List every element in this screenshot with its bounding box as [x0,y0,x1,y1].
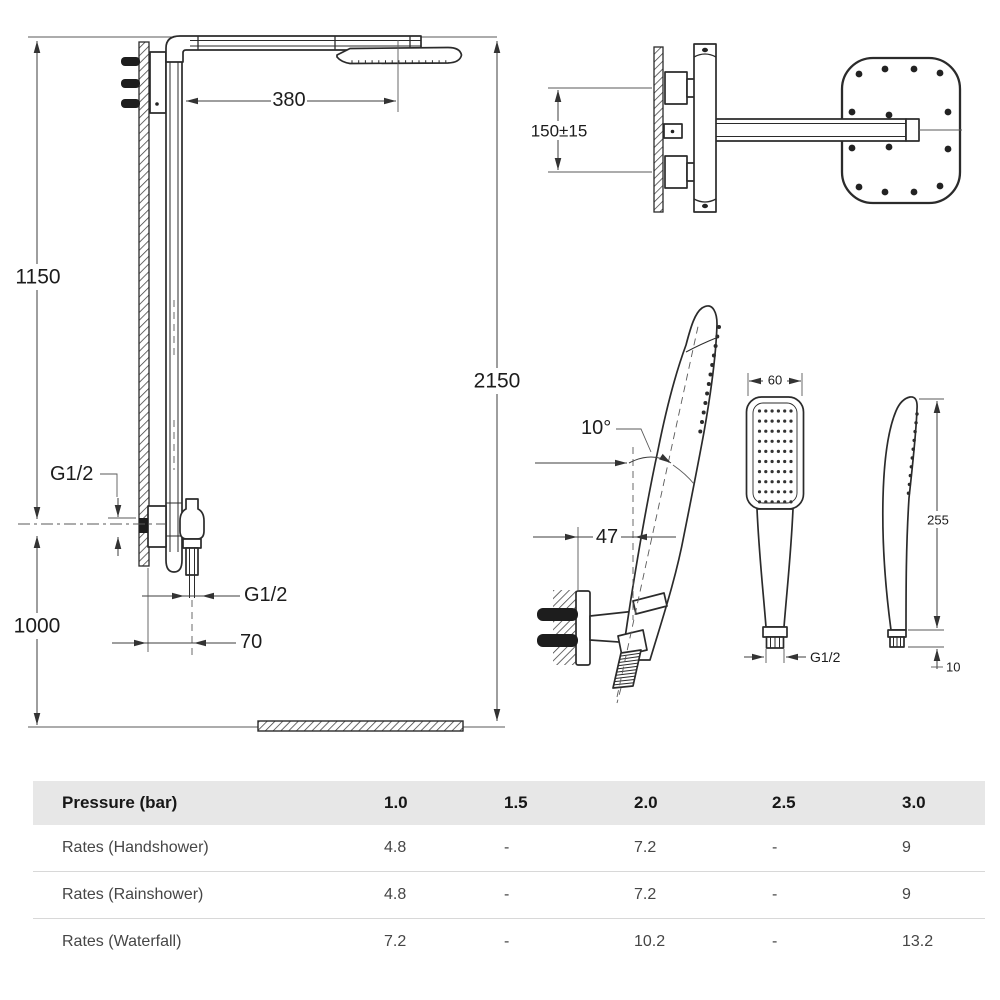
rate-value: 9 [902,886,911,903]
rate-value: 7.2 [634,886,657,903]
table-header-row: Pressure (bar) 1.0 1.5 2.0 2.5 3.0 [33,781,985,825]
rate-value: - [504,839,510,856]
handshower-drawing: 10° 47 60 G1/2 [533,305,960,704]
pressure-col-4: 2.5 [772,793,796,812]
dim-wall-distance-label: 47 [596,526,618,548]
hose-ribs [612,649,642,689]
rain-head-nozzle-ticks [351,60,447,63]
rain-head-side [336,46,463,65]
flow-rate-table: Pressure (bar) 1.0 1.5 2.0 2.5 3.0 Rates… [33,781,985,965]
rate-value: - [504,886,510,903]
bracket-screw-dot [155,102,159,106]
thread-lower-label: G1/2 [244,584,287,606]
dim-inlet-spacing-label: 150±15 [531,122,588,141]
dim-outlet-offset-label: 70 [240,631,262,653]
handshower-wand-holder-view [621,305,718,661]
rate-value: 10.2 [634,933,666,950]
dim-total-height-label: 2150 [474,370,521,393]
rate-value: 7.2 [384,933,407,950]
thread-upper-label: G1/2 [50,463,93,485]
dim-lower-height-label: 1000 [14,615,61,638]
dim-arm-reach-label: 380 [272,89,305,111]
side-spray-nubs [906,412,919,495]
diverter-knob [179,498,205,540]
pressure-col-1: 1.0 [384,793,408,812]
rate-value: - [772,886,778,903]
rate-value: - [504,933,510,950]
rate-value: 7.2 [634,839,657,856]
rate-value: 9 [902,839,911,856]
pressure-col-5: 3.0 [902,793,926,812]
row-label: Rates (Rainshower) [62,886,204,903]
table-row: Rates (Waterfall) 7.2 - 10.2 - 13.2 [33,918,985,965]
table-header-label: Pressure (bar) [62,793,178,812]
technical-drawing: 1150 1000 2150 380 G1/2 G1/2 70 [13,35,962,732]
dim-length-label: 255 [927,513,949,528]
table-row: Rates (Handshower) 4.8 - 7.2 - 9 [33,825,985,871]
rain-head-nozzle-dots [848,65,952,196]
rate-value: - [772,933,778,950]
handshower-side-view [881,396,918,631]
pressure-col-2: 1.5 [504,793,528,812]
dim-upper-height-label: 1150 [15,266,60,289]
top-view-drawing: 150±15 [525,43,962,213]
dim-connector-height-label: 10 [946,660,960,675]
table-row: Rates (Rainshower) 4.8 - 7.2 - 9 [33,871,985,918]
handshower-face [745,396,805,510]
row-label: Rates (Waterfall) [62,933,182,950]
rate-value: 4.8 [384,839,407,856]
rate-value: 4.8 [384,886,407,903]
wand-spray-nubs [698,325,721,434]
rate-value: 13.2 [902,933,934,950]
front-elevation-drawing: 1150 1000 2150 380 G1/2 G1/2 70 [13,35,523,732]
dim-holder-angle-label: 10° [581,417,611,439]
pressure-col-3: 2.0 [634,793,658,812]
dim-head-width-label: 60 [768,373,782,388]
handshower-face-dots [757,409,793,504]
rate-value: - [772,839,778,856]
handshower-thread-label: G1/2 [810,649,841,665]
row-label: Rates (Handshower) [62,839,209,856]
handshower-handle [756,508,794,628]
